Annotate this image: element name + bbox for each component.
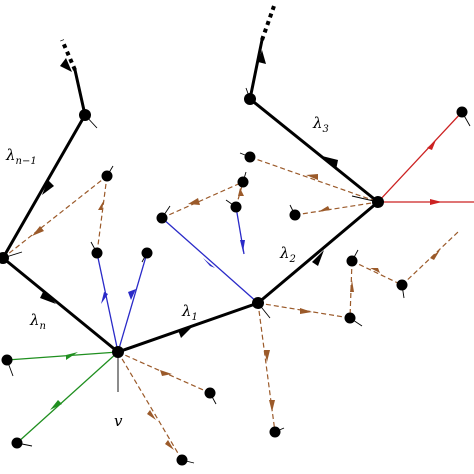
node	[237, 176, 249, 188]
dashed-edge-10	[351, 260, 403, 286]
node	[230, 201, 242, 213]
arrow-lambda1	[178, 326, 193, 338]
blue-edge-2	[117, 252, 148, 353]
edge-lambda3-up	[248, 38, 264, 101]
node	[456, 106, 468, 118]
dashed-edge-11	[401, 231, 459, 286]
label-lambda1: λ1	[181, 302, 198, 323]
main-path	[1, 38, 380, 354]
arrow-top-left	[60, 58, 72, 72]
node	[396, 279, 408, 291]
blue-arrows	[101, 240, 245, 304]
dashed-edge-6	[294, 201, 379, 216]
node	[204, 387, 216, 399]
dashed-edge-2	[96, 175, 108, 254]
dashed-edge-3	[161, 181, 244, 219]
node	[176, 454, 188, 466]
arrow-lambda3-top	[258, 50, 266, 64]
node	[11, 437, 23, 449]
edge-lambdan-to-lambdan1	[1, 113, 87, 260]
node	[101, 170, 113, 182]
node-lambdan	[0, 252, 9, 264]
red-arrows	[427, 140, 442, 205]
dashed-arrows	[32, 174, 440, 450]
nodes	[0, 93, 468, 466]
blue-edge-1	[96, 252, 119, 353]
label-lambdan: λn	[29, 311, 46, 332]
arrow-lambdan	[40, 290, 56, 304]
node-stubs	[2, 87, 471, 464]
label-v: v	[114, 412, 123, 430]
label-lambda2: λ2	[279, 244, 296, 265]
node-lambda2	[372, 196, 384, 208]
dashed-edge-13	[117, 351, 183, 461]
edge-v-to-lambdan	[1, 256, 120, 354]
node	[289, 209, 301, 221]
red-edge-1	[377, 111, 463, 203]
node	[156, 212, 168, 224]
label-lambda3: λ3	[312, 114, 329, 135]
arrow-lambda2	[312, 250, 324, 266]
node-lambdan1	[79, 109, 91, 121]
edge-lambda2-to-lambda3	[248, 97, 380, 204]
green-arrows	[50, 352, 78, 410]
dashed-edge-1	[2, 175, 108, 259]
node	[91, 247, 103, 259]
node-lambda3	[244, 93, 256, 105]
blue-edge-3	[161, 217, 259, 304]
node-v	[112, 346, 124, 358]
green-edge-1	[6, 351, 119, 361]
main-path-arrows	[40, 50, 338, 338]
red-edges	[377, 111, 474, 203]
edge-lambdan1-up	[73, 68, 87, 117]
continuation-left-dots	[60, 39, 77, 71]
node	[346, 255, 358, 267]
node	[344, 312, 356, 324]
node-lambda1	[252, 297, 264, 309]
label-lambdan1: λn−1	[5, 146, 37, 167]
green-edges	[6, 351, 119, 444]
node	[141, 247, 153, 259]
node	[1, 354, 13, 366]
continuation-right-dots	[260, 5, 276, 41]
arrow-lambdan1	[42, 180, 54, 195]
green-edge-2	[16, 351, 119, 444]
node	[244, 151, 256, 163]
arrow-lambda3	[322, 156, 338, 170]
dashed-edge-8	[257, 302, 276, 433]
edge-lambda1-to-lambda2	[256, 200, 380, 305]
dashed-edge-5	[249, 156, 379, 203]
node	[269, 426, 281, 438]
